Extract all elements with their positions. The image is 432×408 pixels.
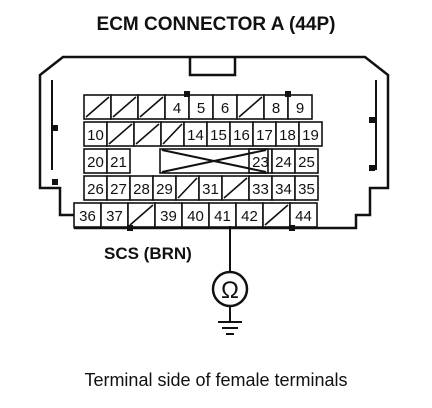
terminal-number: 31 <box>202 181 219 198</box>
wire-label: SCS (BRN) <box>104 244 192 263</box>
key-marker <box>52 179 58 185</box>
terminal-number: 5 <box>197 100 205 117</box>
terminal-number: 36 <box>79 208 96 225</box>
terminal-number: 16 <box>233 127 250 144</box>
diagram-caption: Terminal side of female terminals <box>84 370 348 390</box>
terminal-number: 39 <box>160 208 177 225</box>
terminal-cell <box>181 202 210 228</box>
terminal-number: 44 <box>295 208 312 225</box>
terminal-number: 37 <box>106 208 123 225</box>
blank-terminal-slash <box>108 123 133 145</box>
terminal-cell <box>212 94 238 120</box>
terminal-cell <box>294 175 319 201</box>
key-marker <box>127 225 133 231</box>
blank-terminal-slash <box>264 204 289 226</box>
terminal-number: 4 <box>173 100 181 117</box>
terminal-number: 41 <box>214 208 231 225</box>
key-marker <box>289 225 295 231</box>
terminal-number: 28 <box>133 181 150 198</box>
terminal-cell <box>154 202 183 228</box>
blank-terminal-slash <box>223 177 248 199</box>
terminal-cell <box>287 94 313 120</box>
probe-wire <box>218 226 242 335</box>
terminal-cell <box>106 148 131 174</box>
terminal-number: 6 <box>221 100 229 117</box>
terminal-number: 18 <box>279 127 296 144</box>
terminal-cell <box>208 202 237 228</box>
terminal-number: 15 <box>210 127 227 144</box>
terminal-number: 14 <box>187 127 204 144</box>
ohm-symbol: Ω <box>221 277 239 304</box>
terminal-number: 21 <box>110 154 127 171</box>
terminal-cell <box>289 202 318 228</box>
blank-cross <box>161 149 267 173</box>
terminal-number: 35 <box>298 181 315 198</box>
terminal-number: 23 <box>252 154 269 171</box>
terminal-number: 9 <box>296 100 304 117</box>
terminal-number: 25 <box>298 154 315 171</box>
terminal-number: 20 <box>87 154 104 171</box>
key-marker <box>369 117 375 123</box>
terminal-cell <box>298 121 323 147</box>
terminal-cell <box>294 148 319 174</box>
key-marker <box>369 165 375 171</box>
terminal-cell <box>73 202 102 228</box>
terminal-number: 17 <box>256 127 273 144</box>
ohmmeter-icon <box>211 270 249 308</box>
blank-terminal-slash <box>129 204 154 226</box>
terminal-number: 10 <box>87 127 104 144</box>
blank-terminal-slash <box>112 96 137 118</box>
blank-terminal-slash <box>139 96 164 118</box>
blank-terminal-slash <box>85 96 110 118</box>
key-marker <box>52 125 58 131</box>
terminal-cell <box>100 202 129 228</box>
terminal-number: 24 <box>275 154 292 171</box>
terminal-number: 8 <box>272 100 280 117</box>
diagram-title: ECM CONNECTOR A (44P) <box>96 14 336 35</box>
key-marker <box>184 91 190 97</box>
blank-terminal-slash <box>238 96 263 118</box>
terminal-cell <box>188 94 214 120</box>
blank-terminal-slash <box>162 123 183 145</box>
terminal-number: 27 <box>110 181 127 198</box>
terminal-number: 29 <box>156 181 173 198</box>
blank-terminal-slash <box>135 123 160 145</box>
blank-terminal-slash <box>177 177 198 199</box>
terminal-number: 40 <box>187 208 204 225</box>
terminal-number: 34 <box>275 181 292 198</box>
terminal-number: 26 <box>87 181 104 198</box>
terminal-cell <box>235 202 264 228</box>
terminal-number: 33 <box>252 181 269 198</box>
blank-block <box>159 148 269 174</box>
terminal-number: 42 <box>241 208 258 225</box>
key-marker <box>285 91 291 97</box>
terminal-number: 19 <box>302 127 319 144</box>
